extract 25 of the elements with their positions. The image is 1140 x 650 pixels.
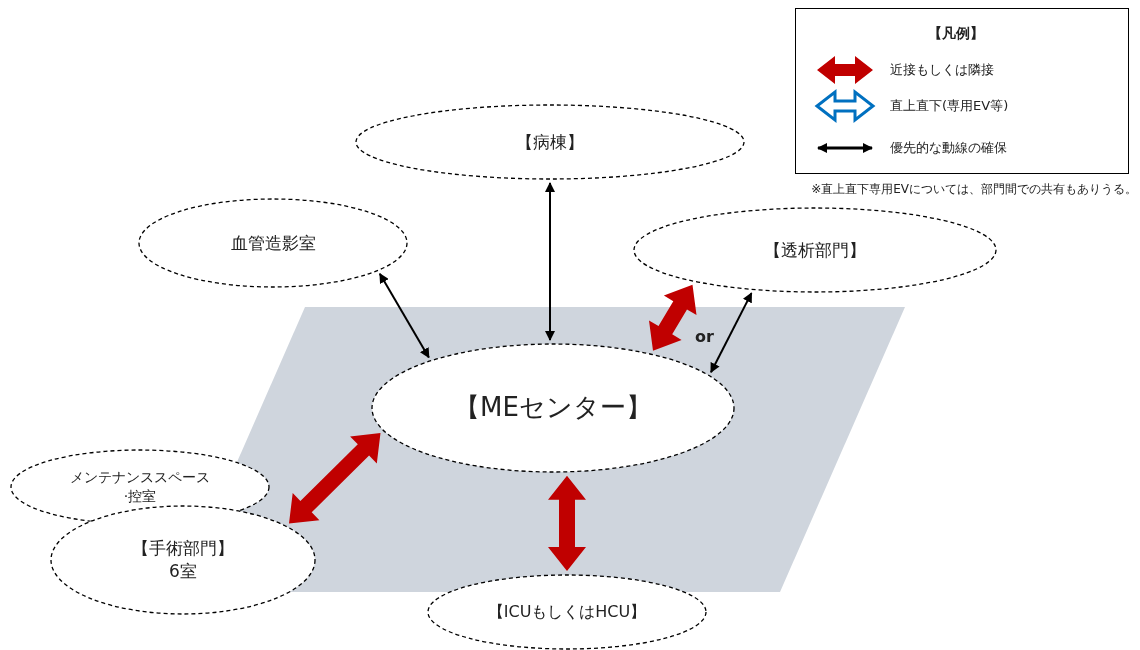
or-label: or — [695, 327, 714, 346]
department-ellipse — [633, 207, 997, 293]
legend-label: 近接もしくは隣接 — [890, 61, 994, 79]
arrow — [710, 292, 753, 374]
legend-title: 【凡例】 — [927, 25, 985, 43]
legend-label: 直上直下(専用EV等) — [890, 97, 1009, 115]
arrow — [545, 182, 555, 341]
footnote: ※直上直下専用EVについては、部門間での共有もありうる。 — [811, 181, 1137, 198]
department-ellipse — [50, 505, 316, 615]
department-ellipse — [427, 574, 707, 650]
arrow — [289, 433, 381, 524]
department-ellipse — [371, 343, 735, 473]
department-label: 【透析部門】 — [764, 238, 866, 262]
department-label: 血管造影室 — [230, 231, 316, 255]
department-ellipse — [138, 198, 408, 288]
department-label: 【手術部門】 6室 — [131, 537, 235, 583]
department-label: 【ICUもしくはHCU】 — [487, 601, 647, 623]
department-ellipse — [355, 104, 745, 180]
arrow — [548, 475, 586, 571]
department-label: 【MEセンター】 — [454, 391, 652, 425]
arrow — [649, 284, 697, 351]
department-label: メンテナンススペース ·控室 — [69, 468, 211, 506]
legend-label: 優先的な動線の確保 — [890, 139, 1007, 157]
department-label: 【病棟】 — [516, 130, 584, 154]
arrow — [378, 272, 430, 359]
